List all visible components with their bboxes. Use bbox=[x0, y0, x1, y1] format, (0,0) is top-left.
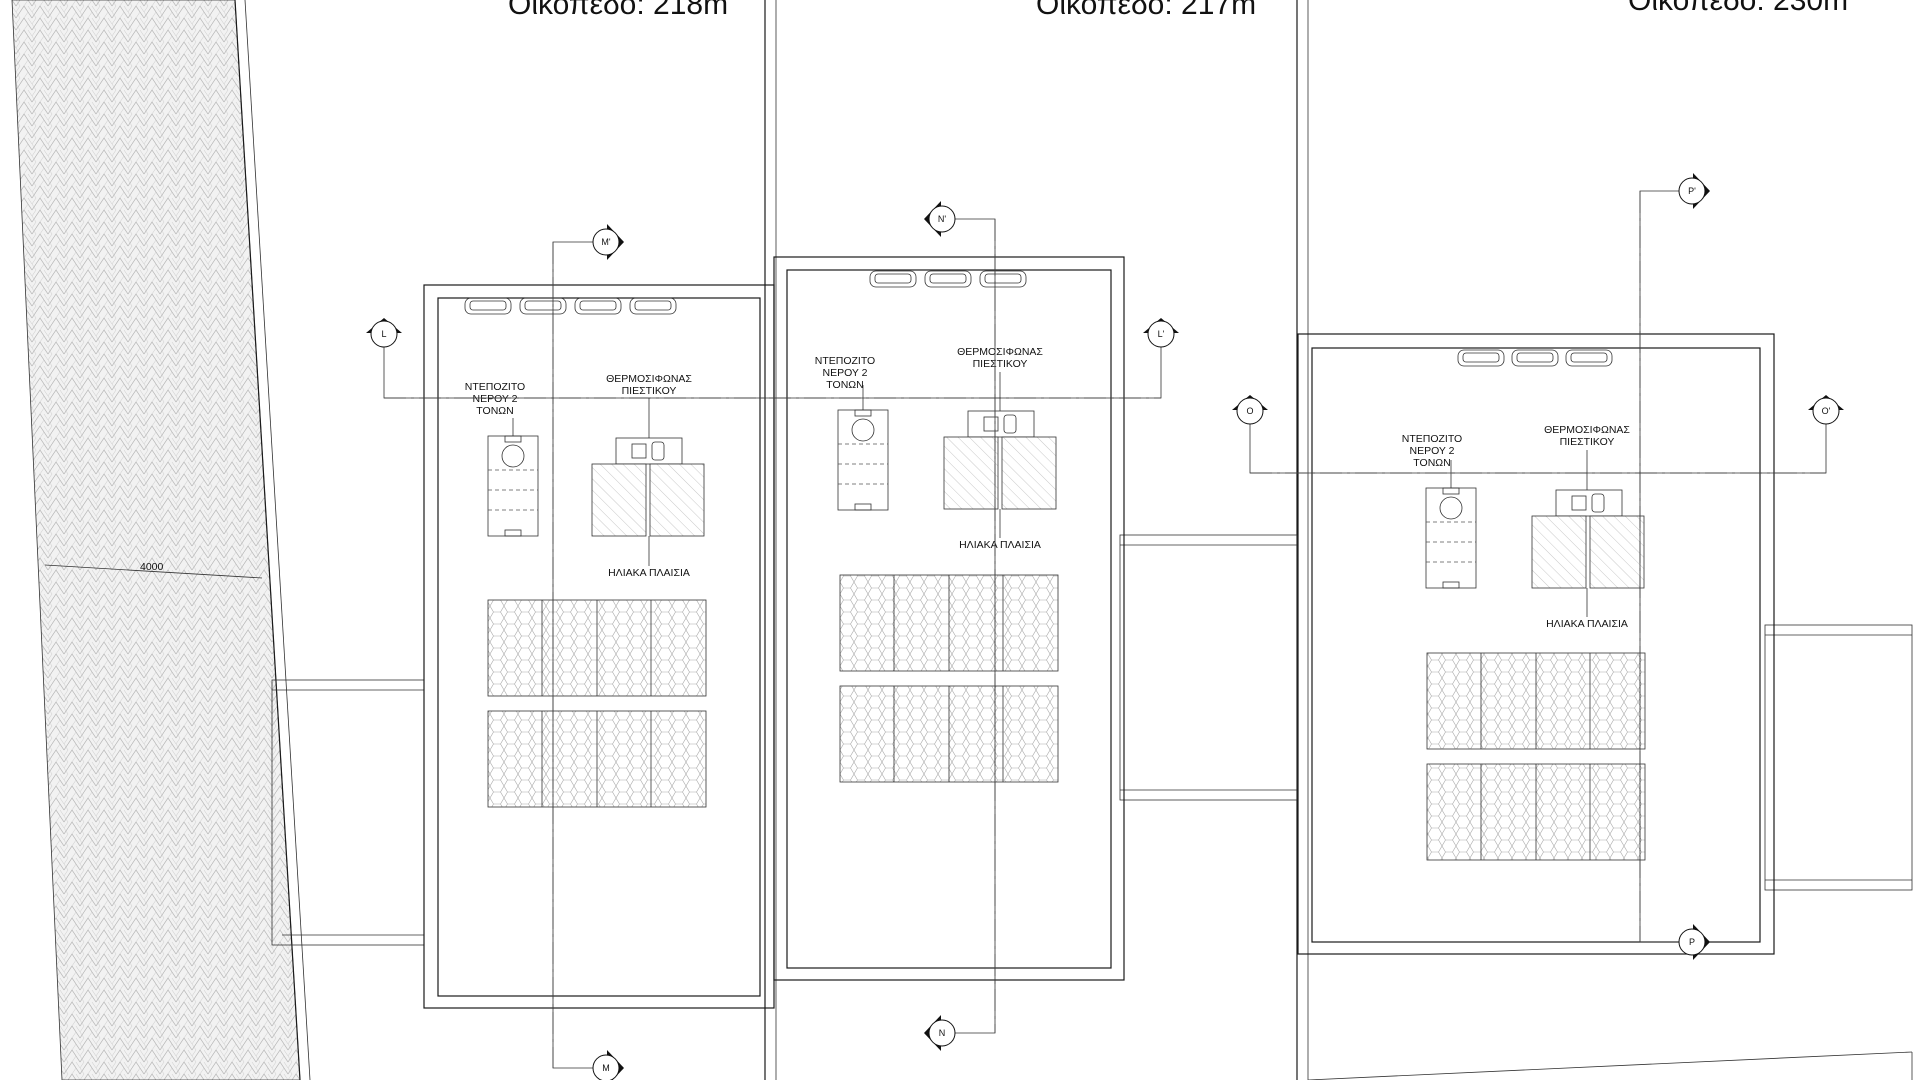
leader-lines bbox=[512, 372, 1588, 617]
water-tank-1 bbox=[487, 428, 539, 537]
solar-panels-2 bbox=[839, 574, 1059, 783]
marker-M-prime-label: M' bbox=[601, 237, 610, 247]
marker-O-prime-label: O' bbox=[1822, 406, 1831, 416]
marker-P-label: P bbox=[1689, 937, 1695, 947]
section-line-P bbox=[1639, 190, 1692, 943]
solar-label-3: ΗΛΙΑΚΑ ΠΛΑΙΣΙΑ bbox=[1546, 618, 1628, 630]
building-1: ΝΤΕΠΟΖΙΤΟ ΝΕΡΟΥ 2 ΤΟΝΩΝ ΘΕΡΜΟΣΙΦΩΝΑΣ ΠΙΕ… bbox=[423, 284, 775, 1009]
walkway-1 bbox=[271, 679, 425, 946]
ac-units-1 bbox=[464, 297, 677, 315]
plot-title-1: Οικόπεδο: 218m bbox=[508, 0, 728, 21]
solar-panels-1 bbox=[487, 599, 707, 808]
road-pavement bbox=[11, 0, 301, 1080]
section-marker-N-prime: N' bbox=[924, 201, 956, 237]
heater-3 bbox=[1531, 489, 1645, 589]
building-2-inner bbox=[786, 269, 1112, 969]
ac-units-2 bbox=[869, 270, 1027, 288]
heater-2 bbox=[943, 410, 1057, 510]
marker-N-label: N bbox=[939, 1028, 946, 1038]
water-tank-2 bbox=[837, 392, 889, 511]
section-marker-O-prime: O' bbox=[1808, 395, 1844, 425]
section-marker-M-prime: M' bbox=[592, 224, 624, 260]
marker-M-label: M bbox=[602, 1063, 610, 1073]
tank-label-1a: ΝΤΕΠΟΖΙΤΟ bbox=[465, 381, 525, 393]
building-3-outer bbox=[1297, 333, 1775, 955]
heater-1 bbox=[591, 437, 705, 537]
walkway-2 bbox=[1119, 534, 1298, 801]
tank-label-3a: ΝΤΕΠΟΖΙΤΟ bbox=[1402, 433, 1462, 445]
plot-title-3: Οικόπεδο: 230m bbox=[1628, 0, 1848, 17]
tank-label-1b: ΝΕΡΟΥ 2 bbox=[473, 393, 518, 405]
marker-P-prime-label: P' bbox=[1688, 186, 1696, 196]
building-2: ΝΤΕΠΟΖΙΤΟ ΝΕΡΟΥ 2 ΤΟΝΩΝ ΘΕΡΜΟΣΙΦΩΝΑΣ ΠΙΕ… bbox=[773, 256, 1125, 981]
marker-N-prime-label: N' bbox=[938, 214, 946, 224]
heater-label-3b: ΠΙΕΣΤΙΚΟΥ bbox=[1560, 436, 1615, 448]
heater-label-1b: ΠΙΕΣΤΙΚΟΥ bbox=[622, 385, 677, 397]
tank-label-2a: ΝΤΕΠΟΖΙΤΟ bbox=[815, 355, 875, 367]
tank-label-3b: ΝΕΡΟΥ 2 bbox=[1410, 445, 1455, 457]
marker-L-prime-label: L' bbox=[1158, 329, 1165, 339]
section-marker-L: L bbox=[366, 318, 402, 348]
section-marker-L-prime: L' bbox=[1143, 318, 1179, 348]
section-marker-N: N bbox=[924, 1015, 956, 1051]
solar-label-1: ΗΛΙΑΚΑ ΠΛΑΙΣΙΑ bbox=[608, 567, 690, 579]
marker-L-label: L bbox=[381, 329, 386, 339]
plot-bottom-edge bbox=[1307, 1051, 1913, 1080]
heater-label-2a: ΘΕΡΜΟΣΙΦΩΝΑΣ bbox=[957, 346, 1043, 358]
building-2-outer bbox=[773, 256, 1125, 981]
section-lines bbox=[383, 190, 1827, 1069]
marker-O-label: O bbox=[1246, 406, 1253, 416]
tank-label-3c: ΤΟΝΩΝ bbox=[1413, 457, 1450, 469]
road-edge-line-inner bbox=[244, 0, 311, 1080]
solar-label-2: ΗΛΙΑΚΑ ΠΛΑΙΣΙΑ bbox=[959, 539, 1041, 551]
dimension-label: 4000 bbox=[140, 561, 164, 573]
tank-label-2b: ΝΕΡΟΥ 2 bbox=[823, 367, 868, 379]
heater-label-1a: ΘΕΡΜΟΣΙΦΩΝΑΣ bbox=[606, 373, 692, 385]
road-edge-line bbox=[234, 0, 301, 1080]
dimension-line bbox=[44, 564, 263, 579]
tank-label-1c: ΤΟΝΩΝ bbox=[476, 405, 513, 417]
building-3-inner bbox=[1311, 347, 1761, 943]
section-marker-M: M bbox=[592, 1050, 624, 1080]
section-marker-O: O bbox=[1232, 395, 1268, 425]
ac-units-3 bbox=[1457, 349, 1613, 367]
tank-label-2c: ΤΟΝΩΝ bbox=[826, 379, 863, 391]
water-tank-3 bbox=[1425, 466, 1477, 589]
walkway-3 bbox=[1764, 624, 1913, 891]
plot-title-2: Οικόπεδο: 217m bbox=[1036, 0, 1256, 21]
building-3: ΝΤΕΠΟΖΙΤΟ ΝΕΡΟΥ 2 ΤΟΝΩΝ ΘΕΡΜΟΣΙΦΩΝΑΣ ΠΙΕ… bbox=[1297, 333, 1775, 955]
section-line-O bbox=[1249, 411, 1827, 474]
heater-label-2b: ΠΙΕΣΤΙΚΟΥ bbox=[973, 358, 1028, 370]
section-marker-P-prime: P' bbox=[1678, 173, 1710, 209]
section-marker-P: P bbox=[1678, 924, 1710, 960]
solar-panels-3 bbox=[1426, 652, 1646, 861]
heater-label-3a: ΘΕΡΜΟΣΙΦΩΝΑΣ bbox=[1544, 424, 1630, 436]
